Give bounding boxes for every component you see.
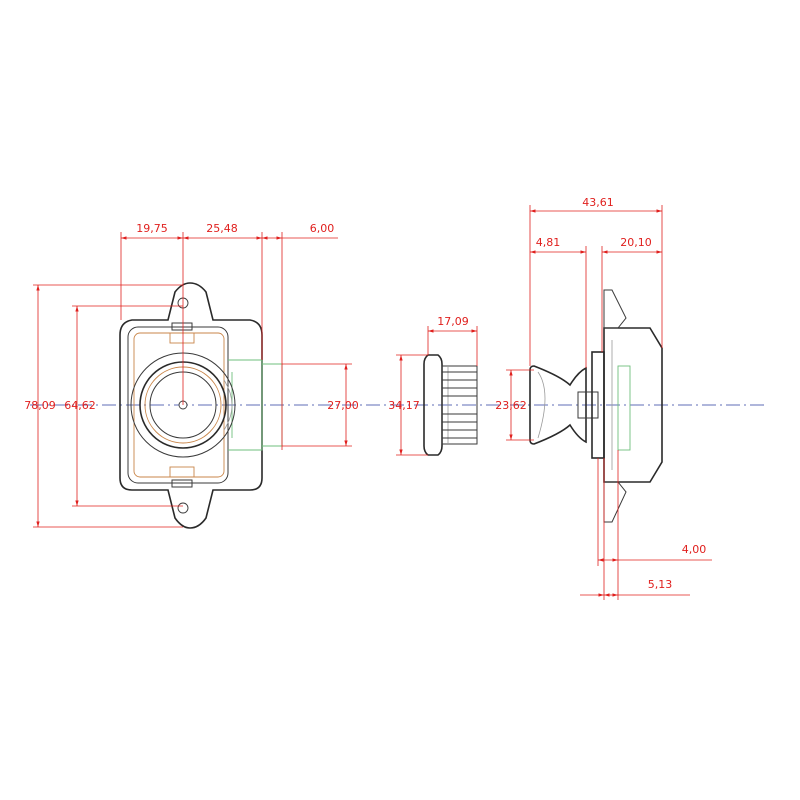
side-knob-stem (577, 391, 599, 419)
front-top-clip (171, 322, 193, 331)
side-view-dimensions: 43,61 4,81 20,10 23,62 4,00 5,13 (495, 196, 712, 600)
side-green-slot (617, 365, 631, 451)
dim-height-body: 27,00 (327, 399, 359, 412)
front-bottom-tab (169, 466, 195, 478)
dim-height-holes: 64,62 (64, 399, 96, 412)
front-body-side (228, 359, 263, 451)
knob-side-arc (223, 379, 233, 431)
dim-width-b: 25,48 (206, 222, 238, 235)
front-plate-outline (119, 282, 263, 529)
dim-knob-offset: 4,81 (536, 236, 561, 249)
side-knob-shade (537, 371, 546, 439)
dim-height-overall: 78,09 (24, 399, 56, 412)
dim-body-depth: 20,10 (620, 236, 652, 249)
side-knob (529, 365, 587, 445)
front-view-dimensions: 19,75 25,48 6,00 78,09 64,62 27,00 (24, 222, 359, 528)
cap-thread-body (441, 365, 478, 445)
dim-width-c: 6,00 (310, 222, 335, 235)
side-bottom-ear (603, 481, 627, 523)
front-inner-plate (127, 326, 229, 484)
dim-flange-gap: 4,00 (682, 543, 707, 556)
side-view (529, 289, 663, 523)
dim-cap-depth: 17,09 (437, 315, 469, 328)
dim-knob-diameter: 23,62 (495, 399, 527, 412)
front-bottom-clip (171, 479, 193, 488)
dim-overall-depth: 43,61 (582, 196, 614, 209)
dim-width-a: 19,75 (136, 222, 168, 235)
cap-view (423, 354, 478, 456)
side-top-ear (603, 289, 627, 329)
cap-view-dimensions: 17,09 34,17 (388, 315, 478, 456)
bottom-mount-hole (177, 502, 189, 514)
cap-flange (423, 354, 443, 456)
front-view (119, 282, 283, 529)
dim-cap-diameter: 34,17 (388, 399, 420, 412)
dim-flange-offset: 5,13 (648, 578, 673, 591)
front-top-tab (169, 332, 195, 344)
